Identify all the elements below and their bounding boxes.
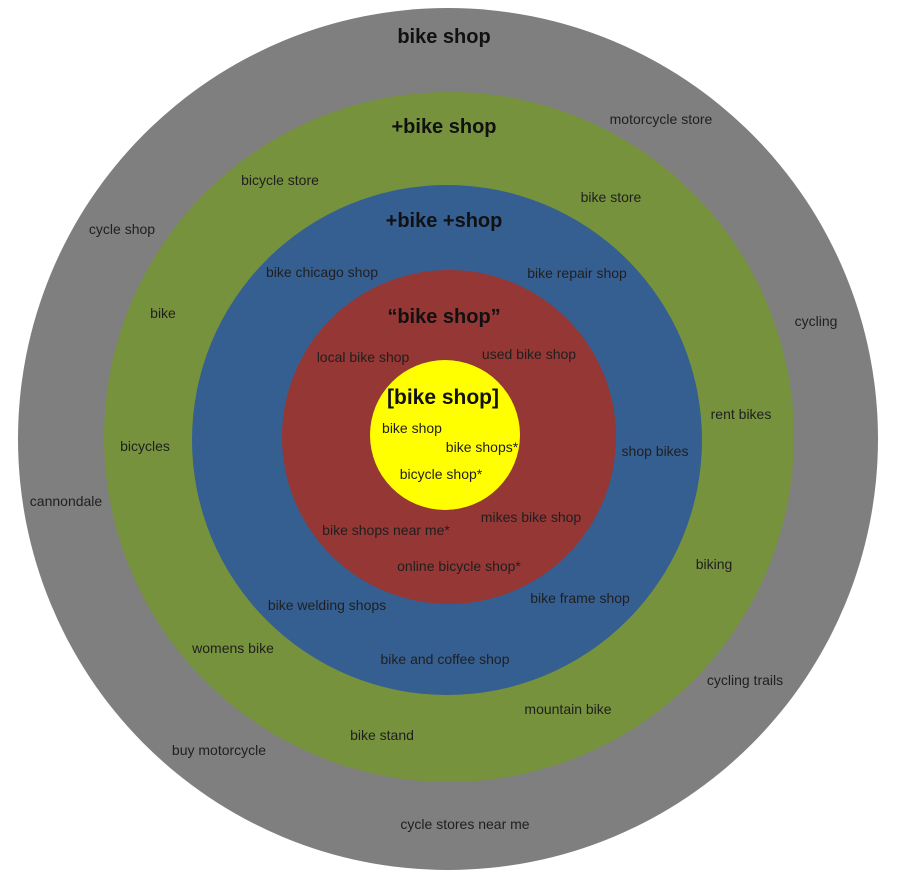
modified-term: bike and coffee shop (380, 651, 510, 667)
broad-modified-ring-title: +bike shop (391, 116, 497, 138)
broad-modified-term: bike stand (350, 727, 414, 743)
broad-modified-term: bike (150, 305, 176, 321)
broad-term: cycling (794, 313, 838, 329)
broad-modified-term: womens bike (192, 640, 274, 656)
modified-term: shop bikes (621, 443, 689, 459)
broad-term: cycle stores near me (400, 816, 530, 832)
broad-term: cannondale (29, 493, 103, 509)
phrase-ring-title: “bike shop” (387, 306, 501, 328)
exact-term: bike shops* (445, 439, 519, 455)
broad-modified-term: bicycle store (241, 172, 319, 188)
broad-ring-title: bike shop (397, 26, 491, 48)
broad-term: cycle shop (88, 221, 156, 237)
broad-term: motorcycle store (609, 111, 713, 127)
modified-ring-title: +bike +shop (385, 210, 503, 232)
exact-ring-title: [bike shop] (386, 386, 500, 409)
broad-modified-term: rent bikes (710, 406, 772, 422)
modified-term: bike frame shop (530, 590, 630, 606)
modified-term: bike chicago shop (265, 264, 379, 280)
phrase-term: online bicycle shop* (397, 558, 521, 574)
phrase-term: local bike shop (316, 349, 410, 365)
exact-term: bicycle shop* (399, 466, 483, 482)
exact-term: bike shop (382, 420, 442, 436)
broad-modified-term: bike store (580, 189, 642, 205)
broad-term: buy motorcycle (171, 742, 267, 758)
exact-match-ring (370, 360, 520, 510)
phrase-term: mikes bike shop (480, 509, 582, 525)
modified-term: bike repair shop (527, 265, 627, 281)
broad-modified-term: biking (695, 556, 733, 572)
broad-modified-term: bicycles (120, 438, 170, 454)
phrase-term: used bike shop (481, 346, 577, 362)
broad-term: cycling trails (706, 672, 784, 688)
broad-modified-term: mountain bike (524, 701, 612, 717)
phrase-term: bike shops near me* (322, 522, 450, 538)
modified-term: bike welding shops (267, 597, 387, 613)
